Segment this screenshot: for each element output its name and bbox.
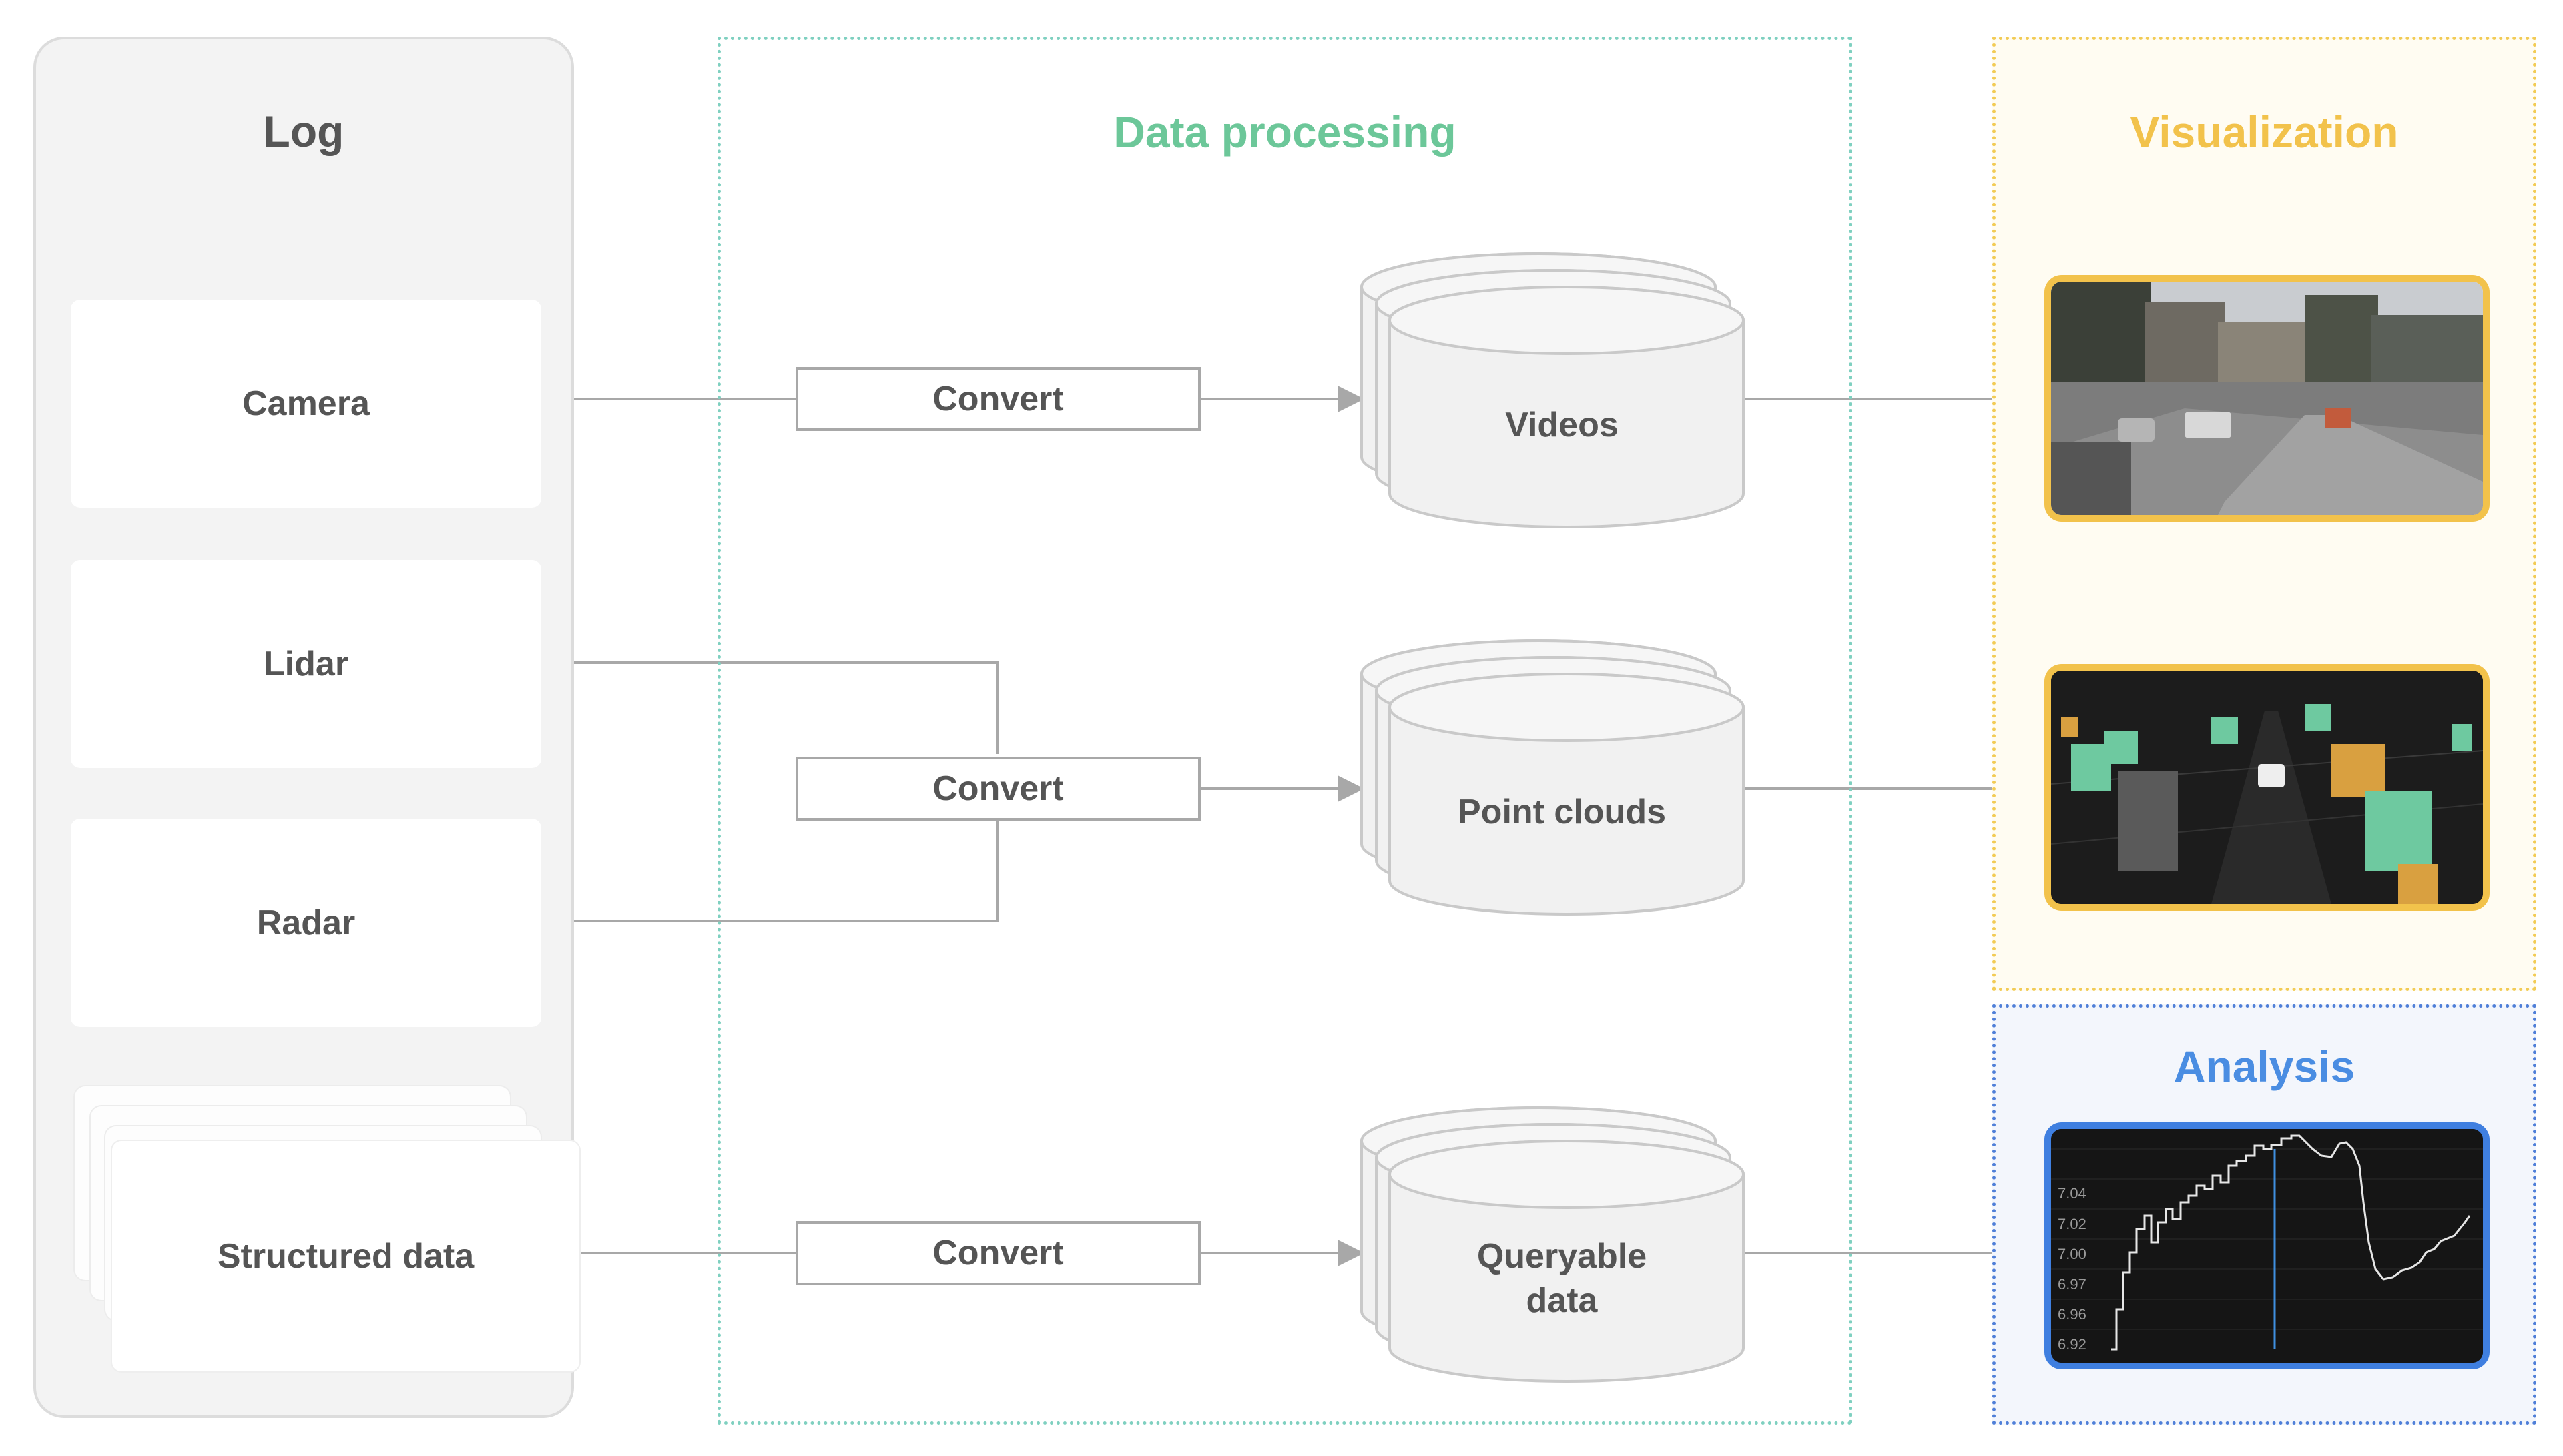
queryable-data-label-line2: data <box>1526 1281 1598 1320</box>
connector-radar-convert <box>544 819 999 922</box>
visualization-title: Visualization <box>2130 107 2399 157</box>
point-clouds-database-icon <box>1360 639 1745 916</box>
y-tick-label: 7.02 <box>2058 1216 2086 1232</box>
lidar-render-image <box>2051 671 2483 904</box>
y-tick-label: 7.04 <box>2058 1185 2086 1202</box>
radar-source: Radar <box>71 819 541 1027</box>
queryable-data-database-icon <box>1360 1106 1745 1383</box>
videos-database-icon <box>1360 252 1745 528</box>
y-tick-label: 6.96 <box>2058 1306 2086 1323</box>
camera-video-preview <box>2044 275 2490 522</box>
camera-source: Camera <box>71 300 541 508</box>
lidar-source: Lidar <box>71 560 541 768</box>
queryable-data-label: Queryable data <box>1383 1234 1741 1323</box>
point-clouds-label: Point clouds <box>1458 793 1666 831</box>
analysis-chart-svg: 7.04 7.02 7.00 6.97 6.96 6.92 <box>2051 1129 2483 1363</box>
data-processing-title: Data processing <box>1113 107 1456 157</box>
queryable-data-label-line1: Queryable <box>1476 1237 1647 1276</box>
y-tick-label: 6.97 <box>2058 1276 2086 1293</box>
analysis-title: Analysis <box>2173 1042 2355 1091</box>
data-processing-region: Data processing <box>718 37 1852 1425</box>
log-title: Log <box>263 107 344 156</box>
y-tick-label: 7.00 <box>2058 1246 2086 1262</box>
street-scene-image <box>2051 282 2483 515</box>
connector-lidar-convert <box>544 661 999 754</box>
y-tick-label: 6.92 <box>2058 1336 2086 1353</box>
videos-label: Videos <box>1505 406 1619 444</box>
convert-camera-box: Convert <box>796 367 1201 431</box>
analysis-chart: 7.04 7.02 7.00 6.97 6.96 6.92 <box>2044 1122 2490 1369</box>
point-cloud-preview <box>2044 664 2490 911</box>
convert-structured-box: Convert <box>796 1221 1201 1285</box>
analysis-series-line <box>2111 1134 2471 1351</box>
convert-lidar-radar-box: Convert <box>796 757 1201 821</box>
structured-data-source: Structured data <box>112 1141 579 1371</box>
